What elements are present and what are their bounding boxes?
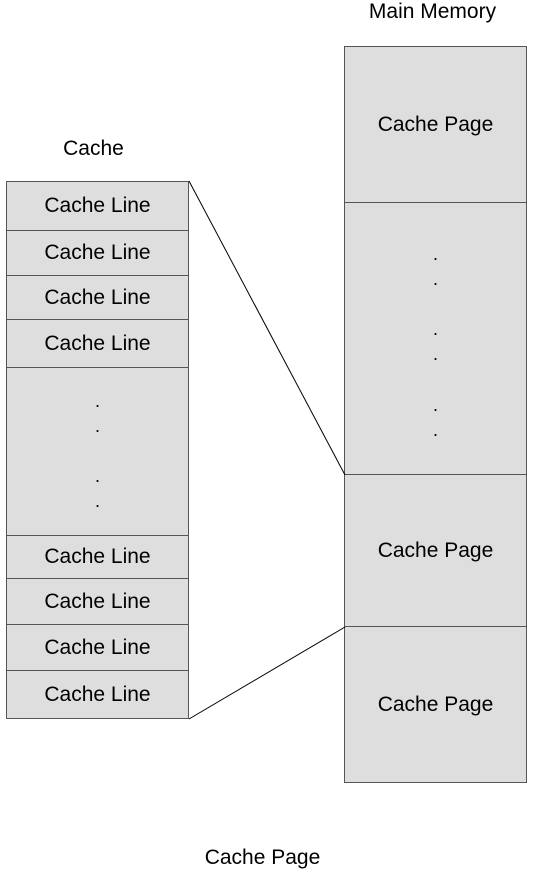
ellipsis-dot: . <box>432 420 438 440</box>
ellipsis-dot: . <box>94 491 100 511</box>
cache-line: Cache Line <box>6 275 189 320</box>
ellipsis-dot: . <box>432 319 438 339</box>
diagram-caption: Cache Page <box>204 846 321 869</box>
main-memory-column: Cache Page . . . . . . Cache Page Cache … <box>344 46 527 783</box>
cache-line: Cache Line <box>6 578 189 625</box>
main-memory-page: Cache Page <box>344 46 527 203</box>
cache-line: Cache Line <box>6 181 189 231</box>
connector-line-bottom <box>188 626 346 720</box>
cache-line: Cache Line <box>6 319 189 368</box>
ellipsis-dot: . <box>432 269 438 289</box>
cache-ellipsis-block: . . . . <box>6 367 189 536</box>
cache-line: Cache Line <box>6 670 189 719</box>
cache-title: Cache <box>63 137 124 160</box>
main-memory-page: Cache Page <box>344 474 527 627</box>
ellipsis-dot: . <box>94 466 100 486</box>
main-memory-title: Main Memory <box>368 0 497 23</box>
ellipsis-dot: . <box>432 244 438 264</box>
cache-column: Cache Line Cache Line Cache Line Cache L… <box>6 181 189 719</box>
ellipsis-dot: . <box>432 395 438 415</box>
main-memory-page: Cache Page <box>344 626 527 783</box>
cache-line: Cache Line <box>6 535 189 579</box>
ellipsis-dot: . <box>94 416 100 436</box>
connector-line-top <box>188 180 346 476</box>
main-memory-ellipsis-block: . . . . . . <box>344 202 527 475</box>
cache-line: Cache Line <box>6 624 189 671</box>
cache-line: Cache Line <box>6 230 189 276</box>
ellipsis-dot: . <box>432 344 438 364</box>
ellipsis-dot: . <box>94 391 100 411</box>
